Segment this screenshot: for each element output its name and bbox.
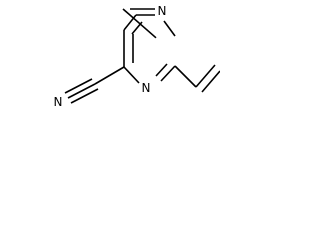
chemical-structure: N N N [54,4,220,109]
bond-c5-c6 [123,14,137,31]
bond-cn-triple-1 [67,83,96,99]
bond-n1-c2 [163,20,176,37]
ring-nitrogen-top-label: N [158,4,167,18]
bond-c5-c6-inner [131,21,143,35]
bond-vinyl-double [195,64,216,88]
bond-c6-c5 [122,8,157,39]
bond-cn-triple-2 [64,78,93,94]
bond-c2-n3-inner [155,63,168,77]
bond-c2-vinyl [174,65,197,88]
bond-n3-c4 [123,66,140,84]
bond-c4-cn [94,66,125,85]
bond-vinyl-double-inner [201,70,220,93]
atom-labels: N N N [54,4,167,109]
bond-cn-triple-3 [70,88,99,104]
bond-c2-n3 [160,65,176,82]
nitrile-nitrogen-label: N [54,95,63,109]
bond-set [64,8,220,104]
ring-nitrogen-bottom-label: N [142,81,151,95]
